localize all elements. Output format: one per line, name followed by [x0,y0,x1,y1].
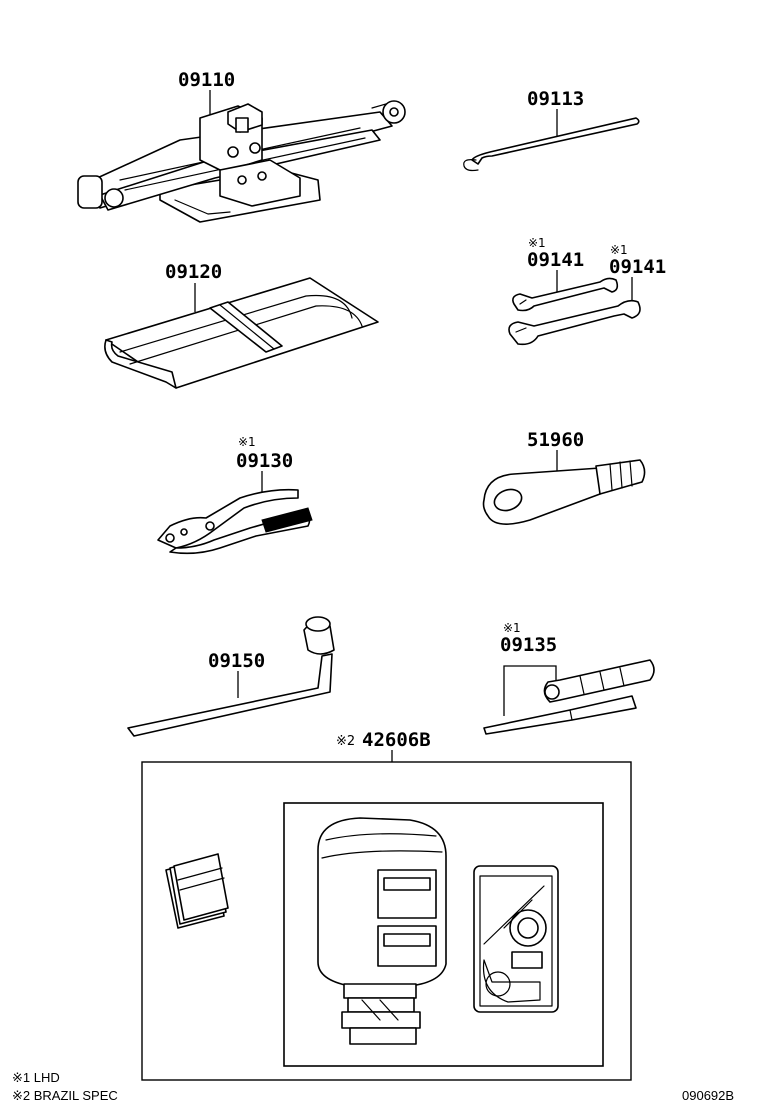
part-number-09110: 09110 [178,69,235,91]
leader-line [503,665,557,716]
part-number-09120: 09120 [165,261,222,283]
lhd-marker: ※1 [610,243,628,257]
part-number-42606b: 42606B [362,729,431,751]
pliers-illustration: ※1 09130 [157,435,313,555]
note-lhd: ※1 LHD [12,1070,60,1085]
part-number-51960: 51960 [527,429,584,451]
lhd-marker: ※1 [503,621,521,635]
brazil-spec-marker: ※2 [336,734,355,749]
jack-illustration: 09110 [77,69,406,223]
tow-hook-illustration: 51960 [482,429,646,525]
repair-kit-section: ※2 42606B [141,729,632,1081]
jack-handle-illustration: 09113 [463,88,640,172]
part-number-09150: 09150 [208,650,265,672]
instruction-booklet [165,853,229,929]
tool-bag-illustration: 09120 [104,261,379,389]
kit-inner-frame [283,802,604,1067]
lhd-marker: ※1 [238,435,256,449]
speed-limit-sticker [473,865,559,1013]
screwdriver-illustration: ※1 09135 [483,621,655,735]
part-number-09141-a: 09141 [527,249,584,271]
kit-outer-frame [141,761,632,1081]
part-number-09113: 09113 [527,88,584,110]
drawing-number: 090692B [682,1088,734,1103]
part-number-09141-b: 09141 [609,256,666,278]
wheel-wrench-illustration: 09150 [127,616,335,737]
lhd-marker: ※1 [528,236,546,250]
note-brazil-spec: ※2 BRAZIL SPEC [12,1088,118,1103]
part-number-09130: 09130 [236,450,293,472]
part-number-09135: 09135 [500,634,557,656]
wrenches-illustration: ※1 09141 ※1 09141 [508,236,666,346]
sealant-compressor [317,817,447,1045]
